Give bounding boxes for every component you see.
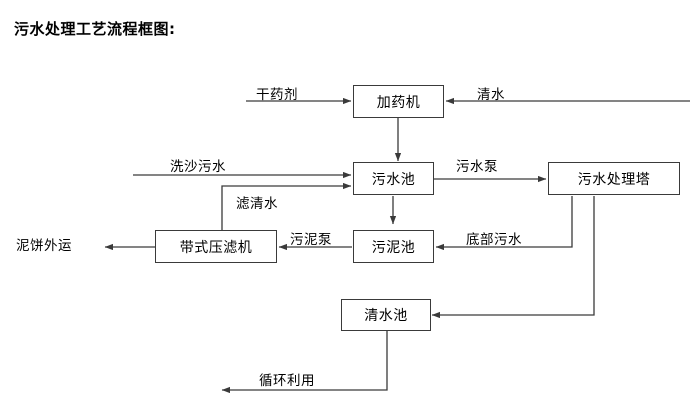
node-clean-water-pool[interactable]: 清水池 — [341, 299, 431, 331]
node-treatment-tower[interactable]: 污水处理塔 — [548, 162, 680, 195]
node-label: 污水处理塔 — [577, 171, 651, 188]
node-belt-filter-press[interactable]: 带式压滤机 — [155, 230, 277, 263]
edge-bottom-sewage — [435, 196, 573, 251]
edge-recycle-reuse — [221, 331, 388, 394]
node-label: 污泥池 — [371, 239, 416, 256]
node-label: 带式压滤机 — [179, 239, 253, 256]
label-clean-water-in: 清水 — [477, 87, 505, 103]
edge-filtered-clear-water — [221, 182, 352, 230]
label-dry-reagent: 干药剂 — [256, 87, 298, 103]
label-mud-cake-outbound: 泥饼外运 — [16, 238, 72, 254]
label-bottom-sewage: 底部污水 — [466, 232, 522, 248]
node-sewage-pool[interactable]: 污水池 — [353, 162, 434, 195]
label-sludge-pump: 污泥泵 — [290, 232, 332, 248]
node-label: 加药机 — [376, 94, 421, 111]
node-label: 清水池 — [364, 308, 408, 324]
label-recycle-reuse: 循环利用 — [259, 373, 315, 389]
edge-tower-to-clean-water — [431, 196, 595, 319]
node-label: 污水池 — [371, 171, 416, 188]
node-sludge-pool[interactable]: 污泥池 — [353, 230, 434, 263]
label-sewage-pump: 污水泵 — [456, 159, 498, 175]
label-filtered-clear-water: 滤清水 — [236, 196, 278, 212]
page-title: 污水处理工艺流程框图: — [14, 20, 176, 38]
node-dosing-machine[interactable]: 加药机 — [353, 85, 444, 118]
label-sand-wash-sewage: 洗沙污水 — [170, 159, 226, 175]
